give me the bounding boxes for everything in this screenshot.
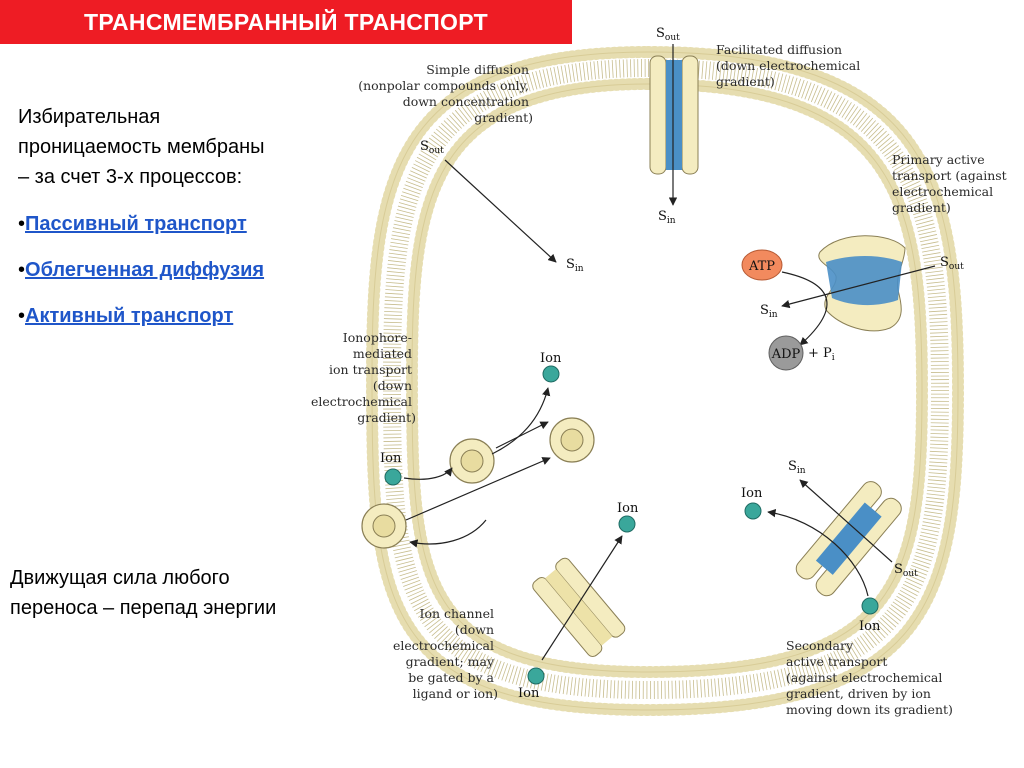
ion-channel-label: Ion channel (down electrochemical gradie…	[393, 606, 498, 701]
membrane-outer-edge	[371, 51, 959, 711]
membrane-inner-edge	[411, 83, 923, 673]
simple-diffusion-s-out: Sout	[420, 139, 444, 156]
list-item: •Облегченная диффузия	[18, 252, 378, 298]
ionophore-carrier	[449, 438, 495, 484]
simple-diffusion-s-in: Sin	[566, 257, 584, 274]
ionophore-ion-top-label: Ion	[540, 351, 562, 366]
adp-label: ADP	[771, 347, 801, 362]
ion-particle	[527, 667, 545, 685]
footer-line-2: переноса – перепад энергии	[10, 597, 277, 619]
ionophore-ring-inner	[460, 449, 484, 473]
bullet-marker: •	[18, 213, 26, 235]
page-title: ТРАНСМЕМБРАННЫЙ ТРАНСПОРТ	[0, 0, 572, 44]
ionophore-return-arrow	[409, 519, 487, 548]
primary-active-label: Primary active transport (against electr…	[892, 152, 1011, 215]
ion-particle	[542, 365, 560, 383]
bullet-marker: •	[18, 305, 26, 327]
ionophore-carrier	[549, 417, 595, 463]
adp-molecule	[768, 335, 804, 371]
active-transport-link[interactable]: Активный транспорт	[25, 305, 234, 327]
membrane-inner-heads	[405, 77, 929, 679]
ion-particle	[861, 597, 879, 615]
secondary-active-label: Secondary active transport (against elec…	[786, 638, 953, 717]
facilitated-s-out: Sout	[656, 26, 680, 43]
primary-s-out: Sout	[940, 255, 964, 272]
ion-particle	[384, 468, 402, 486]
secondary-ion-outside-label: Ion	[859, 619, 881, 634]
transporter-pore	[666, 60, 682, 170]
ionophore-label: Ionophore- mediated ion transport (down …	[311, 330, 416, 425]
ion-channel-ion-bottom-label: Ion	[518, 686, 540, 701]
ion-channel-arrow	[541, 535, 623, 661]
driving-force-text: Движущая сила любого переноса – перепад …	[10, 563, 380, 623]
intro-line-3: – за счет 3-х процессов:	[18, 166, 243, 188]
passive-transport-link[interactable]: Пассивный транспорт	[25, 213, 247, 235]
facilitated-s-in: Sin	[658, 209, 676, 226]
primary-s-in: Sin	[760, 303, 778, 320]
primary-pump-arrow	[781, 265, 936, 309]
simple-diffusion-label: Simple diffusion (nonpolar compounds onl…	[358, 62, 533, 125]
primary-active-pump	[818, 235, 906, 332]
phosphate-label: + Pi	[808, 346, 835, 363]
simple-diffusion-arrow	[444, 159, 557, 263]
secondary-ion-inside-label: Ion	[741, 486, 763, 501]
ionophore-arrow-out	[491, 387, 551, 455]
intro-line-2: проницаемость мембраны	[18, 136, 265, 158]
bullet-marker: •	[18, 259, 26, 281]
ion-particle	[618, 515, 636, 533]
secondary-s-out: Sout	[894, 562, 918, 579]
ionophore-arrow-in	[403, 467, 453, 480]
atp-molecule	[741, 249, 783, 281]
pump-channel	[826, 256, 902, 306]
facilitated-diffusion-label: Facilitated diffusion (down electrochemi…	[716, 42, 864, 89]
transporter-left-half	[649, 55, 667, 175]
ionophore-carrier	[361, 503, 407, 549]
intro-text: Избирательная проницаемость мембраны – з…	[18, 102, 378, 192]
footer-line-1: Движущая сила любого	[10, 567, 230, 589]
secondary-ion-arrow	[767, 509, 869, 597]
ion-channel-ion-top-label: Ion	[617, 501, 639, 516]
atp-hydrolysis-arrow	[781, 271, 828, 346]
secondary-substrate-arrow	[799, 479, 893, 563]
transporter-right-half	[681, 55, 699, 175]
facilitated-diffusion-transporter	[649, 44, 699, 206]
ionophore-ring-inner	[372, 514, 396, 538]
ionophore-ring-inner	[560, 428, 584, 452]
ionophore-ion-left-label: Ion	[380, 451, 402, 466]
ion-particle	[744, 502, 762, 520]
lipid-bilayer	[365, 45, 965, 717]
cotransporter-channel	[815, 502, 882, 575]
ionophore-arrow	[495, 421, 549, 449]
channel-pore	[545, 569, 613, 646]
facilitated-diffusion-link[interactable]: Облегченная диффузия	[25, 259, 265, 281]
ionophore-arrow	[405, 457, 551, 521]
ion-channel	[532, 557, 626, 657]
secondary-s-in: Sin	[788, 459, 806, 476]
atp-label: ATP	[748, 259, 775, 274]
list-item: •Активный транспорт	[18, 298, 378, 344]
intro-line-1: Избирательная	[18, 106, 161, 128]
transport-type-list: •Пассивный транспорт •Облегченная диффуз…	[18, 206, 378, 344]
list-item: •Пассивный транспорт	[18, 206, 378, 252]
secondary-active-transporter	[795, 481, 902, 597]
